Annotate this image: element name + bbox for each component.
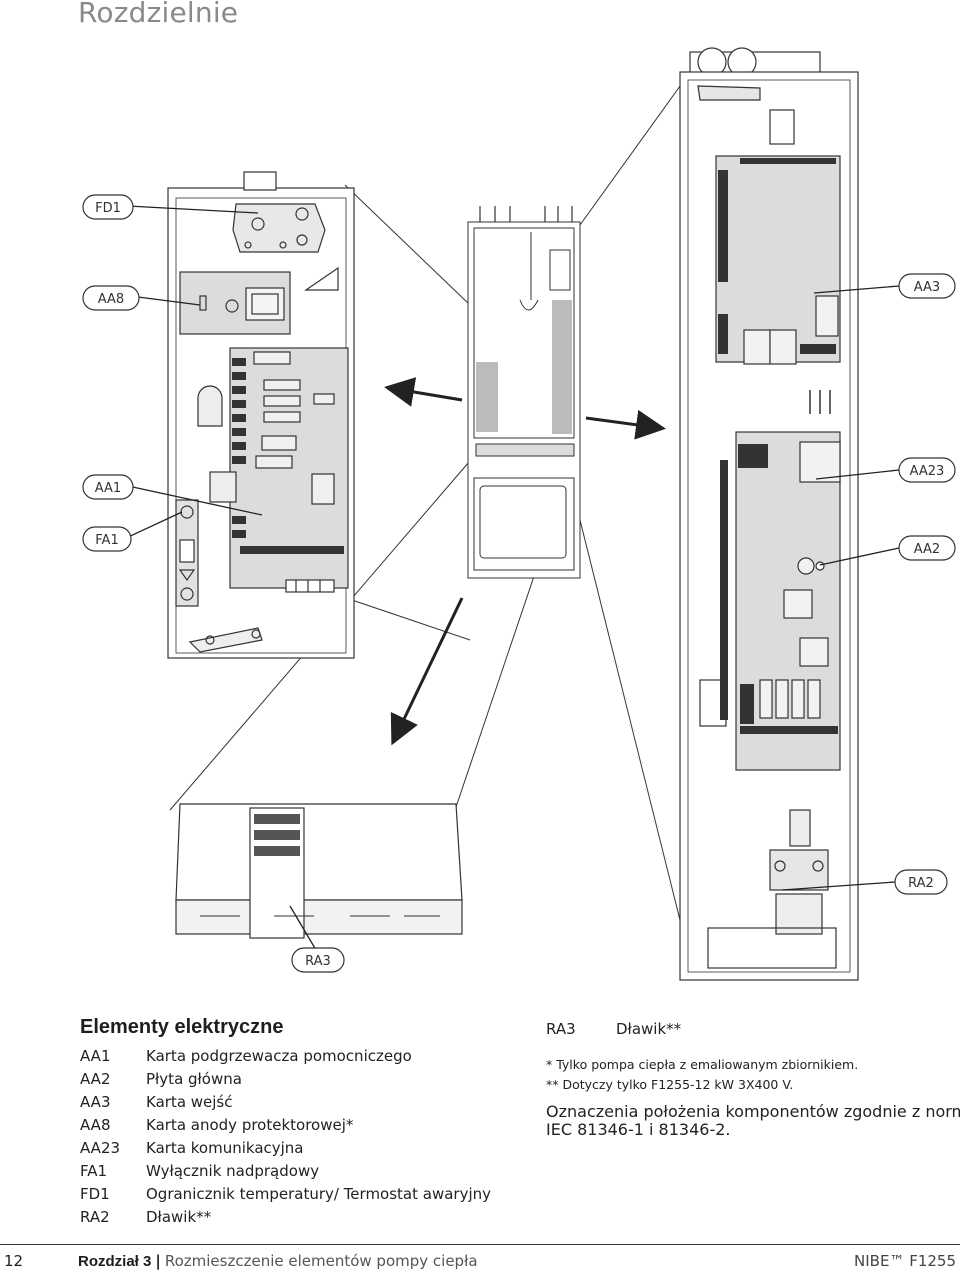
chapter-heading: Rozdział 3|Rozmieszczenie elementów pomp…: [78, 1252, 478, 1270]
legend-code: FA1: [80, 1162, 108, 1180]
chapter-separator: |: [155, 1252, 161, 1270]
fa1-breaker-symbol: [175, 499, 199, 607]
callout-aa1-label: AA1: [95, 481, 121, 496]
page-number: 12: [4, 1252, 24, 1270]
components-legend: Elementy elektryczne AA1 Karta podgrzewa…: [80, 1016, 520, 1229]
legend-code: AA3: [80, 1093, 111, 1111]
legend-label: Dławik**: [616, 1020, 682, 1038]
brand-name: NIBE™ F1255: [854, 1252, 956, 1270]
callout-aa23: AA23: [898, 457, 956, 483]
ra2-choke-symbol: [769, 809, 829, 935]
callout-fa1: FA1: [82, 526, 132, 552]
legend-label: Karta komunikacyjna: [146, 1139, 304, 1157]
legend-code: AA23: [80, 1139, 121, 1157]
callout-ra2: RA2: [894, 869, 948, 895]
legend-code: AA1: [80, 1047, 111, 1065]
callout-aa2: AA2: [898, 535, 956, 561]
footnote-enamel-tank: * Tylko pompa ciepła z emaliowanym zbior…: [546, 1057, 859, 1072]
legend-item: AA23 Karta komunikacyjna: [80, 1137, 520, 1160]
legend-code: AA8: [80, 1116, 111, 1134]
legend-item: AA3 Karta wejść: [80, 1091, 520, 1114]
standard-note: Oznaczenia położenia komponentów zgodnie…: [546, 1103, 960, 1139]
legend-label: Płyta główna: [146, 1070, 242, 1088]
legend-title: Elementy elektryczne: [80, 1016, 284, 1038]
legend-item: AA1 Karta podgrzewacza pomocniczego: [80, 1045, 520, 1068]
direction-arrows: [384, 377, 666, 746]
chapter-title: Rozmieszczenie elementów pompy ciepła: [164, 1252, 478, 1270]
legend-item: RA3 Dławik**: [546, 1018, 960, 1041]
leader-lines: [125, 205, 900, 951]
chapter-label: Rozdział 3: [78, 1253, 152, 1270]
electrical-layout-diagram: FD1 AA8 AA1 FA1 AA3 AA23 AA2 RA2 RA3: [82, 47, 956, 981]
callout-fd1: FD1: [82, 194, 134, 220]
callout-ra3-label: RA3: [305, 954, 331, 969]
legend-item: AA8 Karta anody protektorowej*: [80, 1114, 520, 1137]
legend-code: AA2: [80, 1070, 111, 1088]
callout-aa2-label: AA2: [914, 542, 940, 557]
callout-fd1-label: FD1: [95, 201, 121, 216]
page-title: Rozdzielnie: [78, 0, 239, 29]
legend-label: Ogranicznik temperatury/ Termostat awary…: [146, 1185, 492, 1203]
legend-code: FD1: [80, 1185, 110, 1203]
legend-label: Wyłącznik nadprądowy: [146, 1162, 320, 1180]
aa3-board-symbol: [715, 155, 841, 365]
callout-ra2-label: RA2: [908, 876, 934, 891]
heat-pump-overview: [467, 206, 581, 579]
callout-aa23-label: AA23: [910, 464, 945, 479]
legend-code: RA2: [80, 1208, 110, 1226]
callout-ra3: RA3: [291, 947, 345, 973]
legend-notes: RA3 Dławik** * Tylko pompa ciepła z emal…: [546, 1018, 960, 1139]
ra3-cover-symbol: [175, 803, 463, 939]
aa1-board-symbol: [229, 347, 349, 593]
aa2-board-symbol: [720, 431, 841, 771]
legend-code: RA3: [546, 1020, 576, 1038]
page-footer: 12 Rozdział 3|Rozmieszczenie elementów p…: [0, 1252, 960, 1272]
projection-lines: [169, 74, 691, 961]
callout-fa1-label: FA1: [95, 533, 118, 548]
legend-item: RA2 Dławik**: [80, 1206, 520, 1229]
legend-item: AA2 Płyta główna: [80, 1068, 520, 1091]
legend-label: Karta wejść: [146, 1093, 233, 1111]
standard-note-line1: Oznaczenia położenia komponentów zgodnie…: [546, 1102, 960, 1121]
lower-switchboard-panel: [679, 47, 859, 981]
callout-aa3: AA3: [898, 273, 956, 299]
legend-label: Karta anody protektorowej*: [146, 1116, 354, 1134]
fd1-thermostat-symbol: [232, 203, 326, 253]
upper-switchboard-panel: [167, 171, 355, 659]
footnote-model: ** Dotyczy tylko F1255-12 kW 3X400 V.: [546, 1077, 794, 1092]
legend-label: Karta podgrzewacza pomocniczego: [146, 1047, 412, 1065]
footer-divider: [0, 1244, 960, 1245]
legend-label: Dławik**: [146, 1208, 212, 1226]
legend-item: FA1 Wyłącznik nadprądowy: [80, 1160, 520, 1183]
callout-aa8-label: AA8: [98, 292, 124, 307]
callout-aa3-label: AA3: [914, 280, 940, 295]
callout-aa1: AA1: [82, 474, 134, 500]
callout-aa8: AA8: [82, 285, 140, 311]
legend-item: FD1 Ogranicznik temperatury/ Termostat a…: [80, 1183, 520, 1206]
standard-note-line2: IEC 81346-1 i 81346-2.: [546, 1120, 731, 1139]
